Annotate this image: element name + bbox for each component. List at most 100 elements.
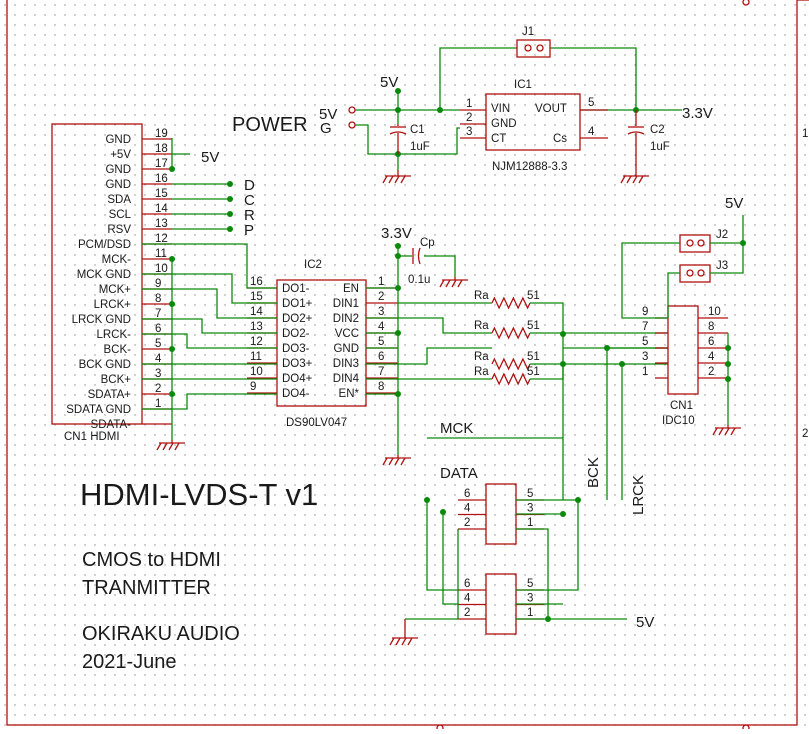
hdmi-pin-number: 7: [155, 308, 161, 320]
cp-capacitor: 3.3V Cp 0.1u: [366, 225, 468, 466]
ic2-pin-number: 13: [250, 321, 263, 333]
hdmi-pin-name: +5V: [110, 149, 131, 161]
subtitle-line-2: TRANMITTER: [82, 577, 211, 599]
hdmi-pin-number: 2: [155, 383, 161, 395]
j1-jumper[interactable]: J1: [516, 26, 551, 58]
ic2-pin-number: 3: [378, 306, 384, 318]
ic2-pin-name: DO2-: [282, 328, 310, 340]
header-pin-number-right: 3: [527, 593, 533, 605]
ic2-pin-name: DO3+: [282, 358, 313, 370]
hdmi-pin-number: 8: [155, 293, 161, 305]
resistor-value: 51: [527, 366, 540, 378]
resistor-value: 51: [527, 320, 540, 332]
resistor-ref: Ra: [474, 320, 489, 332]
power-label: POWER: [232, 114, 308, 136]
ic1-ref: IC1: [514, 79, 532, 91]
svg-text:VOUT: VOUT: [535, 103, 567, 115]
header-pin-number-left: 2: [464, 517, 470, 529]
ic2-pin-name: DO4-: [282, 388, 310, 400]
resistor-ref: Ra: [474, 290, 489, 302]
idc-pin-number-left: 1: [642, 366, 648, 378]
hdmi-pin-number: 10: [155, 263, 168, 275]
ic2-pin-name: DO1+: [282, 298, 313, 310]
hdmi-pin-number: 5: [155, 338, 161, 350]
hdmi-pin-name: LRCK+: [94, 299, 132, 311]
ground-symbol: [620, 170, 649, 184]
flag-junction: [227, 181, 233, 187]
ground-symbol: [389, 619, 418, 646]
ic2-ref: IC2: [304, 259, 322, 271]
ic2-pin-name: DO2+: [282, 313, 313, 325]
hdmi-pin-name: LRCK-: [96, 329, 131, 341]
hdmi-pin-number: 18: [155, 143, 168, 155]
header-pin-number-right: 5: [527, 578, 533, 590]
hdmi-pin-number: 4: [155, 353, 162, 365]
idc-pin-number-left: 7: [642, 321, 648, 333]
ic2-pin-name: DO1-: [282, 283, 310, 295]
resistor-ref: Ra: [474, 351, 489, 363]
ic2-pin-name: EN: [343, 283, 359, 295]
hdmi-pin-name: SDA: [107, 194, 131, 206]
header-pin-number-left: 6: [464, 488, 470, 500]
resistor-ref: Ra: [474, 366, 489, 378]
ic2-pin-name: DO4+: [282, 373, 313, 385]
idc-part: IDC10: [662, 415, 695, 427]
net-bck: BCK: [585, 457, 602, 488]
flag-junction: [227, 211, 233, 217]
ic2-pin-name: DIN4: [333, 373, 360, 385]
hdmi-ic2-wiring: [142, 243, 277, 410]
net-3v3-out: 3.3V: [682, 105, 713, 122]
idc-pin-number-right: 6: [708, 336, 714, 348]
svg-text:VIN: VIN: [491, 103, 510, 115]
din-wiring: [366, 302, 668, 500]
hdmi-pin-name: RSV: [107, 224, 131, 236]
svg-text:CT: CT: [491, 133, 506, 145]
resistor-value: 51: [527, 290, 540, 302]
ic2-pin-number: 15: [250, 291, 263, 303]
ic2-ds90lv047: IC2 DS90LV047 16DO1-15DO1+14DO2+13DO2-12…: [247, 259, 398, 429]
ic2-pin-number: 2: [378, 291, 384, 303]
cn1-hdmi-caption: CN1 HDMI: [64, 431, 120, 443]
resistor-zigzag: [491, 326, 531, 340]
resistor-ra: Ra 51: [474, 290, 540, 310]
hdmi-pin-name: GND: [105, 179, 131, 191]
flag-r: R: [244, 207, 255, 224]
ic2-pin-name: DO3-: [282, 343, 310, 355]
ic2-pin-number: 5: [378, 336, 384, 348]
resistor-zigzag: [491, 296, 531, 310]
j3-ref: J3: [716, 260, 728, 272]
hdmi-pin-number: 1: [155, 398, 161, 410]
flag-p: P: [244, 222, 254, 239]
resistor-ra: Ra 51: [474, 351, 540, 371]
header-pin-number-left: 6: [464, 578, 470, 590]
c2-value: 1uF: [650, 141, 670, 153]
frame-mark-2: 2: [802, 428, 808, 440]
hdmi-pin-name: SDATA+: [88, 389, 132, 401]
hdmi-pin-name: LRCK GND: [72, 314, 131, 326]
hdmi-pin-number: 9: [155, 278, 161, 290]
ic1-regulator: IC1 1 2 3 VIN GND CT 5 4 VOUT Cs NJM1288…: [460, 79, 608, 173]
ground-symbol: [382, 455, 411, 466]
hdmi-pin-number: 19: [155, 128, 168, 140]
svg-text:3: 3: [466, 126, 472, 138]
power-section: POWER 5V G 5V J1 C1 1uF: [232, 26, 713, 184]
ic2-pin-name: DIN3: [333, 358, 359, 370]
hdmi-pin-name: BCK+: [101, 374, 132, 386]
header-pin-number-left: 4: [464, 503, 471, 515]
c2-ref: C2: [650, 124, 665, 136]
resistor-value: 51: [527, 351, 540, 363]
cp-ref: Cp: [420, 237, 435, 249]
ic2-pin-name: EN*: [339, 388, 360, 400]
flag-junction: [227, 196, 233, 202]
resistor-ra: Ra 51: [474, 366, 540, 386]
idc-pin-number-right: 8: [708, 321, 714, 333]
hdmi-pin-name: SDATA GND: [66, 404, 131, 416]
flag-c: C: [244, 192, 255, 209]
resistor-zigzag: [491, 357, 531, 371]
ic2-pin-number: 10: [250, 366, 263, 378]
idc-pin-number-right: 4: [708, 351, 715, 363]
